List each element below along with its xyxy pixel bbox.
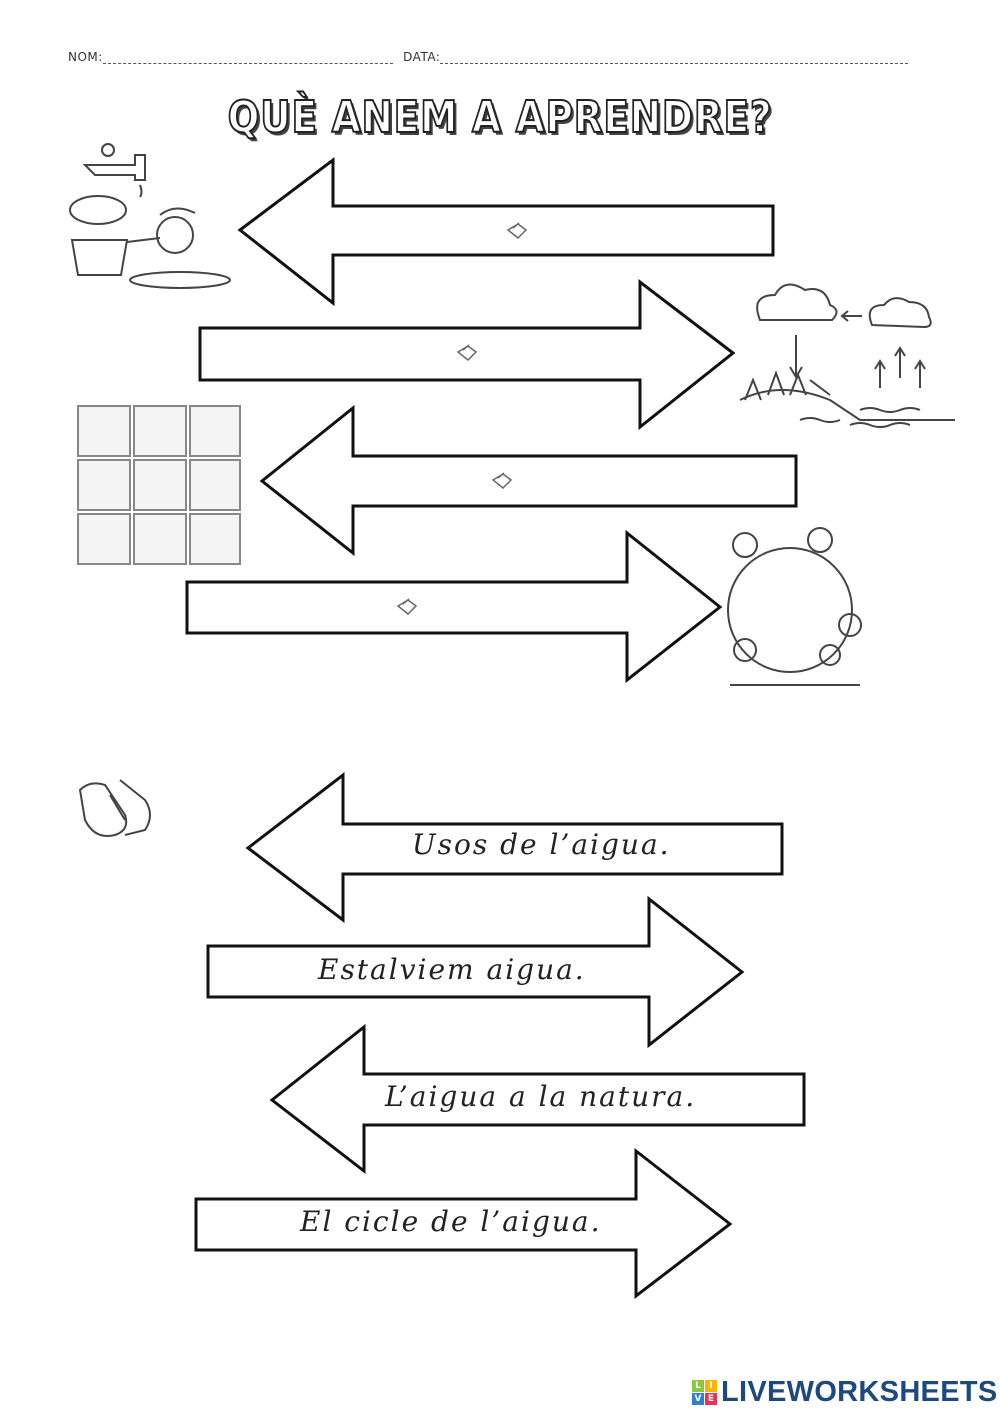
drop-target-3[interactable]	[490, 468, 516, 494]
arrow-right-2	[198, 278, 736, 431]
arrow-left-3	[259, 404, 798, 557]
date-field[interactable]	[440, 53, 909, 64]
hands-writing-icon	[78, 779, 151, 837]
tap-illustration	[69, 143, 231, 289]
answer-save-water[interactable]: Estalviem aigua.	[318, 953, 586, 986]
drop-target-4[interactable]	[395, 594, 421, 620]
arrow-right-4	[185, 529, 723, 684]
arrow-left-7	[269, 1023, 806, 1175]
water-cycle-illustration	[739, 283, 955, 428]
page-title: QUÈ ANEM A APRENDRE?	[227, 91, 773, 144]
header: NOM: DATA:	[68, 50, 909, 64]
arrow-right-6	[206, 895, 745, 1049]
brand-name: LIVEWORKSHEETS	[721, 1376, 998, 1408]
drop-target-2[interactable]	[455, 340, 481, 366]
drag-hand-icon	[396, 598, 418, 616]
logo-squares: L I V E	[692, 1380, 717, 1405]
date-label: DATA:	[403, 50, 441, 64]
arrow-left-1	[237, 156, 775, 307]
answer-water-cycle[interactable]: El cicle de l’aigua.	[300, 1205, 602, 1238]
water-uses-grid-illustration	[77, 405, 241, 565]
drop-target-1[interactable]	[505, 218, 531, 244]
name-field[interactable]	[102, 53, 393, 64]
name-label: NOM:	[68, 50, 103, 64]
answer-water-nature[interactable]: L’aigua a la natura.	[385, 1080, 697, 1113]
drag-hand-icon	[491, 472, 513, 490]
drag-hand-icon	[456, 344, 478, 362]
arrow-right-8	[194, 1147, 733, 1300]
children-globe-illustration	[727, 527, 862, 686]
answer-water-uses[interactable]: Usos de l’aigua.	[412, 828, 671, 861]
arrow-left-5	[245, 771, 784, 924]
drag-hand-icon	[506, 222, 528, 240]
liveworksheets-logo: L I V E LIVEWORKSHEETS	[692, 1376, 998, 1409]
